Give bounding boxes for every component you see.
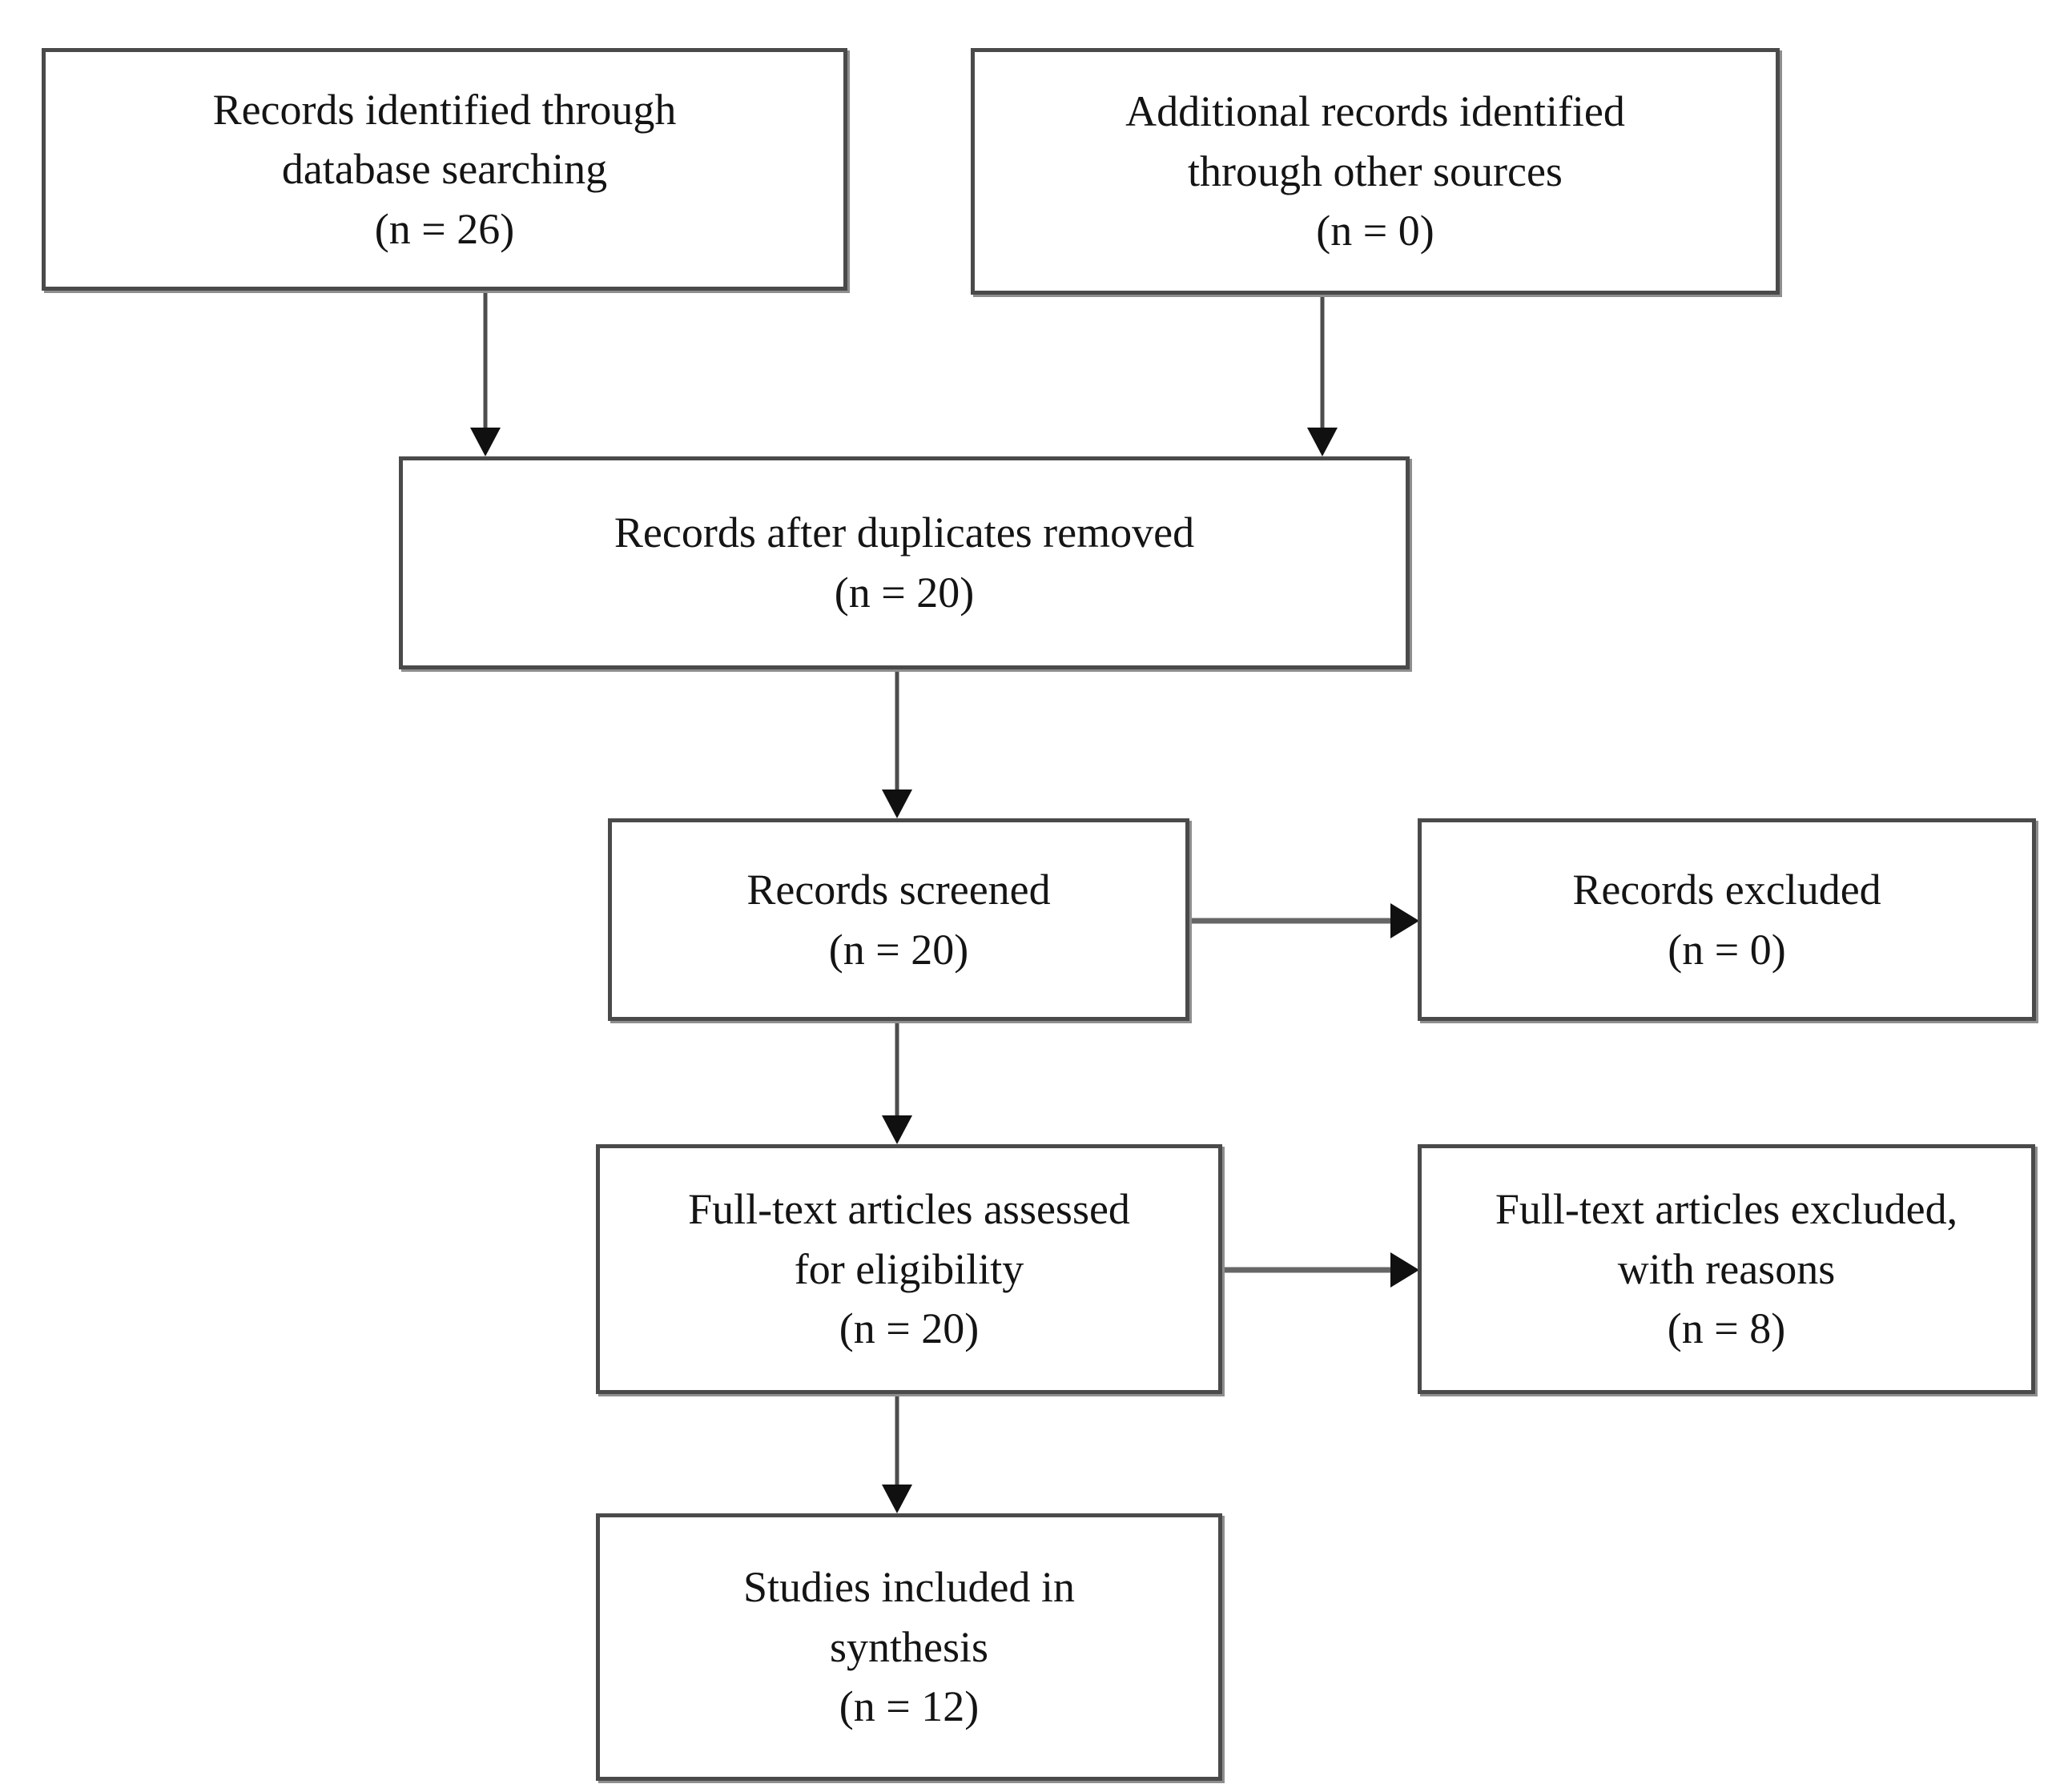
node-fulltext-excluded: Full-text articles excluded, with reason… <box>1418 1144 2035 1394</box>
arrow-screened-to-assessed <box>882 1021 912 1144</box>
node-studies-included: Studies included in synthesis (n = 12) <box>596 1513 1222 1781</box>
node-fulltext-assessed: Full-text articles assessed for eligibil… <box>596 1144 1222 1394</box>
arrow-assessed-to-included <box>882 1394 912 1513</box>
node-text: Studies included in synthesis (n = 12) <box>743 1557 1075 1737</box>
node-line: Records screened <box>746 865 1051 914</box>
node-count: (n = 12) <box>839 1682 980 1731</box>
node-line: Records after duplicates removed <box>614 508 1195 557</box>
arrow-screened-to-excluded <box>1189 903 1419 938</box>
node-text: Records screened (n = 20) <box>746 860 1050 979</box>
node-line: Additional records identified <box>1125 87 1625 136</box>
node-line: database searching <box>281 145 608 194</box>
node-records-excluded: Records excluded (n = 0) <box>1418 818 2036 1021</box>
node-additional-records: Additional records identified through ot… <box>971 48 1780 295</box>
node-text: Full-text articles assessed for eligibil… <box>688 1179 1130 1359</box>
node-line: Full-text articles excluded, <box>1495 1185 1958 1234</box>
node-records-screened: Records screened (n = 20) <box>608 818 1189 1021</box>
node-line: synthesis <box>829 1622 989 1671</box>
arrow-assessed-to-fulltext-excluded <box>1222 1252 1419 1288</box>
node-count: (n = 0) <box>1316 207 1434 255</box>
node-line: Records identified through <box>212 85 677 134</box>
node-records-identified: Records identified through database sear… <box>42 48 847 291</box>
node-line: through other sources <box>1188 147 1563 195</box>
arrow-deduplicated-to-screened <box>882 669 912 818</box>
arrow-additional-to-deduplicated <box>1307 295 1338 456</box>
node-line: Studies included in <box>743 1563 1075 1612</box>
node-count: (n = 26) <box>374 204 515 253</box>
node-text: Records excluded (n = 0) <box>1572 860 1881 979</box>
node-line: for eligibility <box>794 1244 1024 1293</box>
node-count: (n = 20) <box>839 1304 980 1353</box>
arrow-identified-to-deduplicated <box>470 291 501 456</box>
node-count: (n = 0) <box>1668 925 1786 974</box>
node-line: Full-text articles assessed <box>688 1185 1130 1234</box>
node-line: Records excluded <box>1572 865 1881 914</box>
node-count: (n = 20) <box>828 925 969 974</box>
node-count: (n = 20) <box>834 569 975 617</box>
node-duplicates-removed: Records after duplicates removed (n = 20… <box>399 456 1410 669</box>
node-text: Additional records identified through ot… <box>1125 82 1625 261</box>
node-text: Records identified through database sear… <box>213 80 677 259</box>
node-count: (n = 8) <box>1667 1304 1786 1353</box>
node-text: Full-text articles excluded, with reason… <box>1495 1179 1957 1359</box>
node-line: with reasons <box>1617 1244 1836 1293</box>
node-text: Records after duplicates removed (n = 20… <box>614 503 1194 622</box>
